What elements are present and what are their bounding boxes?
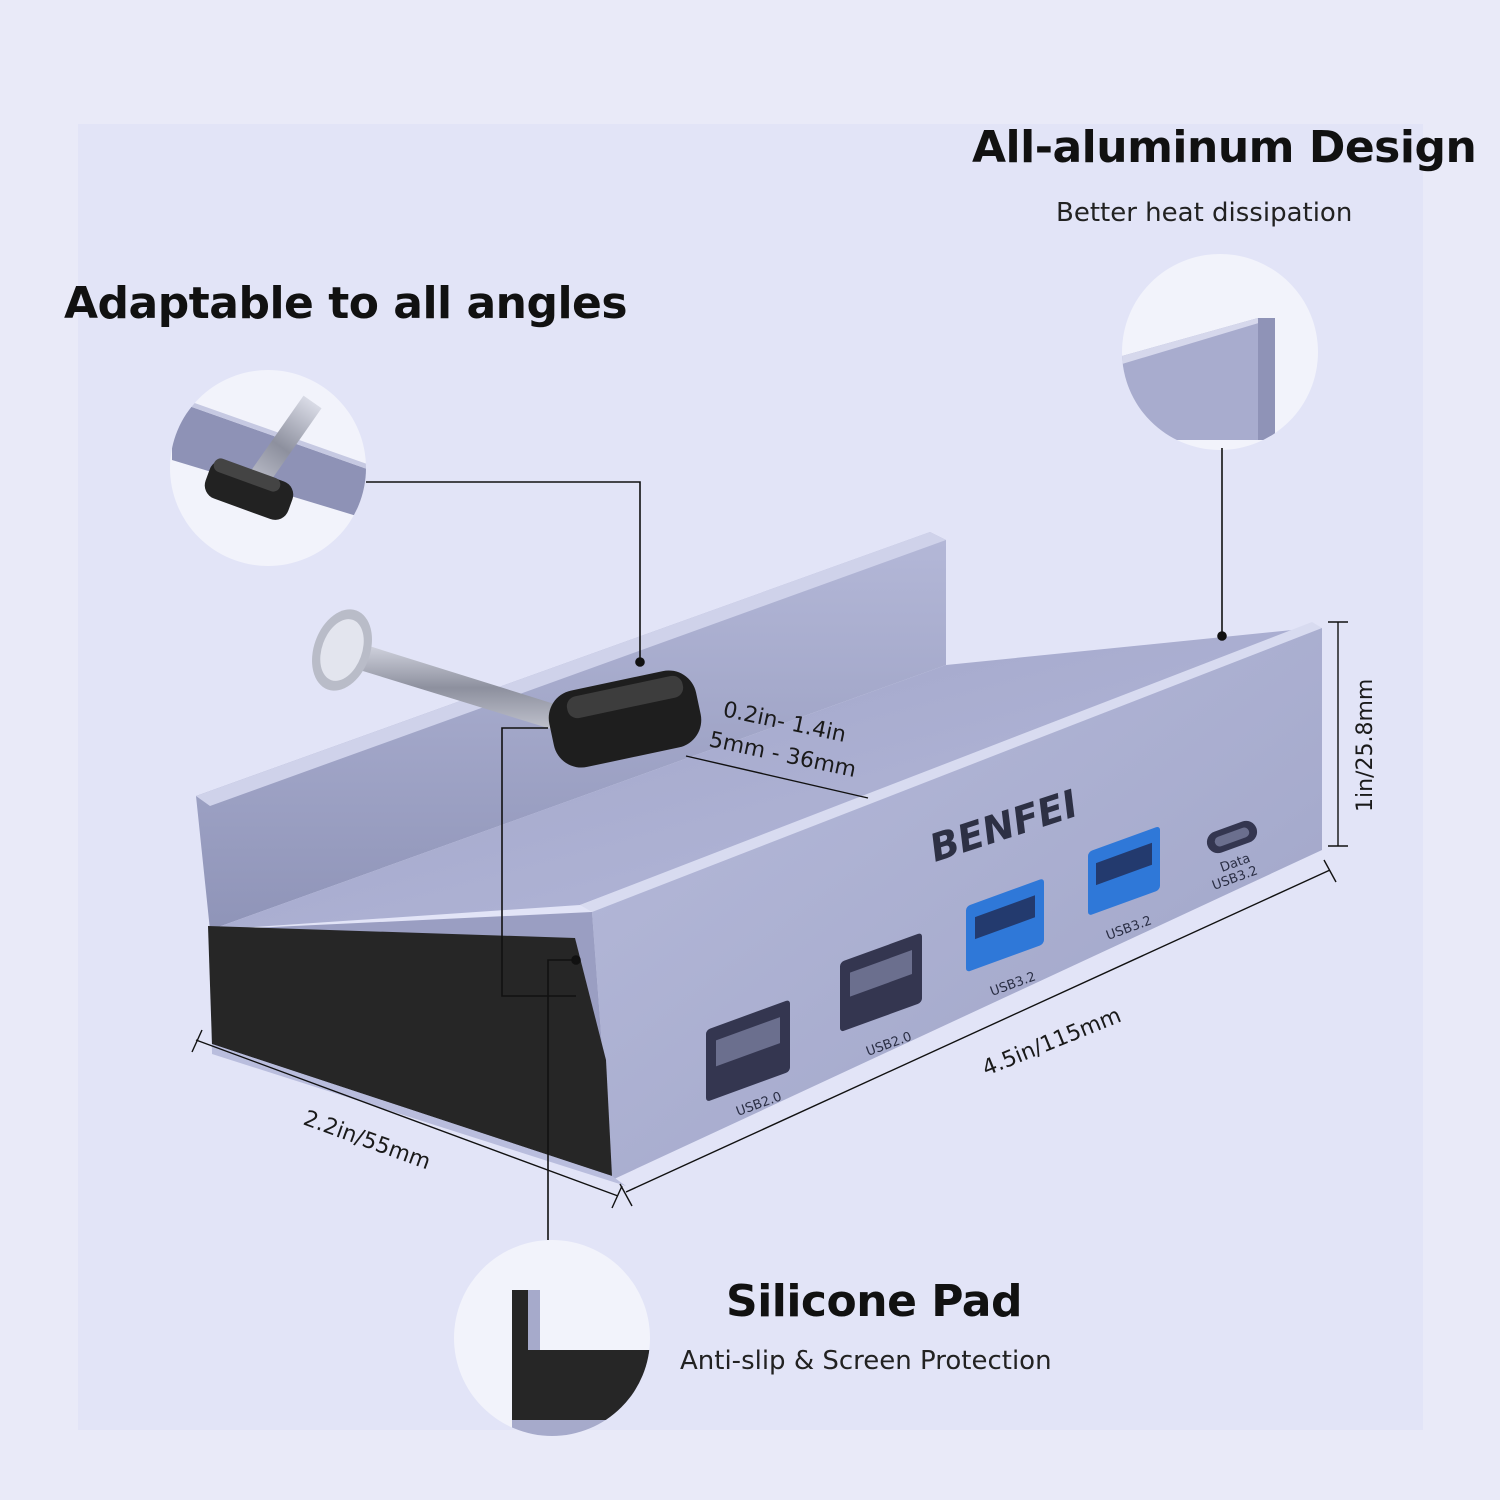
feature-title-angles: Adaptable to all angles <box>64 278 628 329</box>
clamp-screw <box>312 609 580 736</box>
callout-lines <box>366 448 1227 1240</box>
width-dimension: 4.5in/115mm <box>979 1003 1125 1081</box>
usb-a-port[interactable] <box>1088 826 1160 916</box>
height-dimension: 1in/25.8mm <box>1353 679 1378 812</box>
usb-a-port[interactable] <box>966 878 1044 972</box>
dimension-lines <box>191 621 1348 1209</box>
detail-circle-silicone <box>454 1240 650 1436</box>
usb-c-port[interactable] <box>1204 818 1260 856</box>
feature-subtitle-silicone: Anti-slip & Screen Protection <box>680 1346 1052 1376</box>
feature-title-aluminum: All-aluminum Design <box>972 122 1477 173</box>
usb-a-port[interactable] <box>840 932 922 1032</box>
feature-title-silicone: Silicone Pad <box>726 1276 1022 1327</box>
detail-circle-aluminum <box>1122 254 1318 450</box>
feature-subtitle-aluminum: Better heat dissipation <box>1056 198 1353 228</box>
silicone-pad <box>208 926 612 1176</box>
detail-circle-clamp <box>170 370 366 566</box>
usb-a-port[interactable] <box>706 999 790 1102</box>
clamp-knob <box>548 670 702 768</box>
